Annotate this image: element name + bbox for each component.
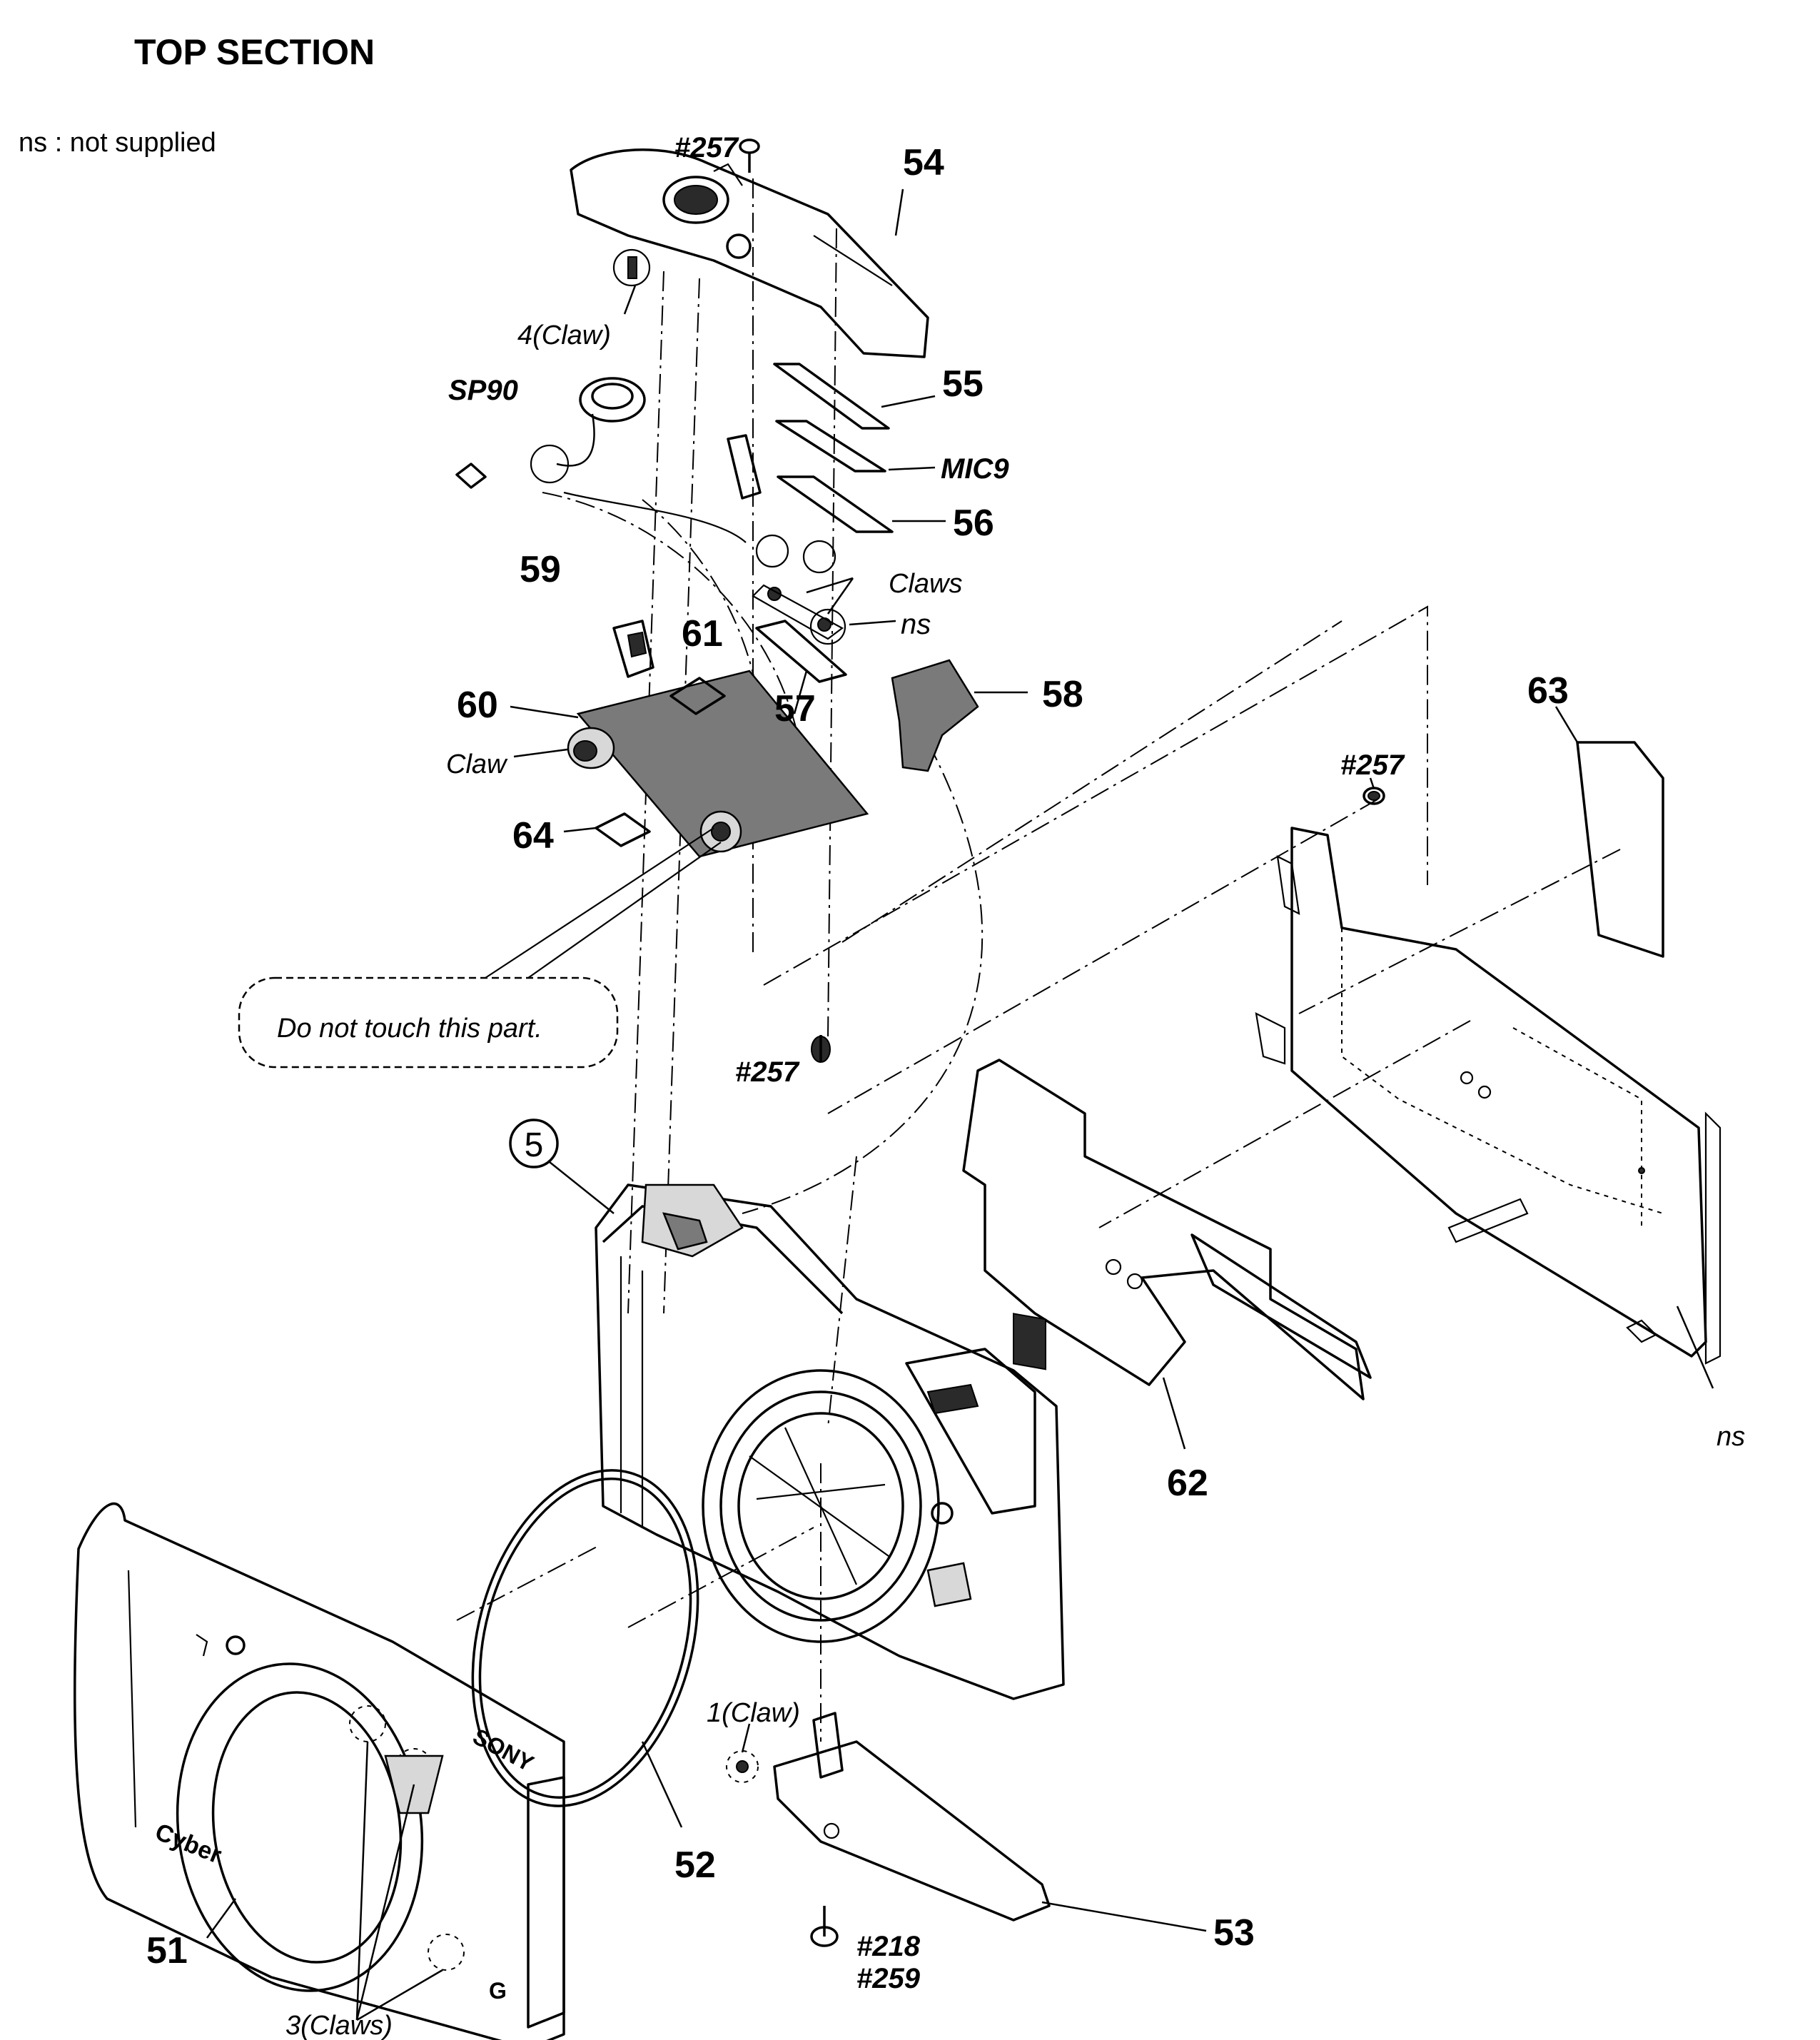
part-52-lens-ring <box>471 1469 699 1807</box>
ref-circle-5: 5 <box>509 1119 615 1214</box>
label-screw-259: #259 <box>856 1963 921 1994</box>
label-62: 62 <box>1167 1463 1208 1504</box>
part-62-board <box>962 1059 1372 1400</box>
screw-218-259 <box>810 1906 839 1947</box>
label-52: 52 <box>674 1844 716 1886</box>
svg-text:G: G <box>489 1978 507 2004</box>
part-mic9-microphone <box>727 420 886 500</box>
label-screw-218: #218 <box>856 1931 921 1962</box>
label-63: 63 <box>1527 670 1569 712</box>
label-sp90: SP90 <box>448 375 518 406</box>
label-58: 58 <box>1042 674 1083 715</box>
label-54: 54 <box>903 142 944 183</box>
label-ns-top: ns <box>901 609 931 640</box>
callout-text: Do not touch this part. <box>277 1014 542 1044</box>
screw-257-bottom <box>811 1035 831 1063</box>
label-3-claws: 3(Claws) <box>285 2011 393 2040</box>
leader-lines <box>206 188 1714 2021</box>
label-ns-frame: ns <box>1717 1422 1745 1452</box>
camera-body-assembly <box>595 1183 1065 1700</box>
label-1-claw: 1(Claw) <box>707 1698 800 1728</box>
label-screw-257-top: #257 <box>674 132 739 163</box>
callout-do-not-touch: Do not touch this part. <box>238 827 722 1069</box>
label-51: 51 <box>146 1930 188 1971</box>
label-56: 56 <box>953 503 994 544</box>
part-63-sheet <box>1576 741 1664 958</box>
part-sp90-speaker <box>455 377 646 489</box>
part-labels: 54 55 MIC9 56 Claws ns 59 SP90 4(Claw) #… <box>146 132 1745 2040</box>
label-53: 53 <box>1213 1912 1255 1954</box>
part-54-top-cover <box>570 148 929 358</box>
label-mic9: MIC9 <box>941 453 1009 485</box>
label-59: 59 <box>520 549 561 590</box>
part-56-strip <box>777 475 894 533</box>
main-frame-bracket <box>1255 827 1722 1365</box>
label-57: 57 <box>774 688 816 729</box>
label-60: 60 <box>457 685 498 726</box>
ref-circle-5-label: 5 <box>525 1126 544 1164</box>
label-64: 64 <box>512 815 554 857</box>
claws-detail <box>752 534 846 645</box>
part-57-flat-cable <box>755 620 847 683</box>
part-59-wire <box>563 491 747 543</box>
svg-text:SONY: SONY <box>469 1723 538 1776</box>
label-screw-257-frame: #257 <box>1340 749 1405 781</box>
part-55-strip <box>773 363 890 430</box>
assembly-guide-lines <box>456 178 1621 1742</box>
part-58-shield <box>891 659 979 772</box>
label-claws: Claws <box>889 569 962 599</box>
label-55: 55 <box>942 363 984 405</box>
label-screw-257-bottom: #257 <box>735 1056 800 1088</box>
part-61-sheet <box>669 677 726 715</box>
legend-note: ns : not supplied <box>19 128 216 158</box>
label-4-claw: 4(Claw) <box>517 320 611 350</box>
part-60-flash-board <box>567 620 869 858</box>
page-title: TOP SECTION <box>134 32 375 72</box>
part-64-sheet <box>595 812 651 847</box>
screw-257-top <box>739 138 760 173</box>
label-61: 61 <box>682 613 723 655</box>
part-53-bottom-bracket <box>726 1712 1051 1922</box>
label-claw: Claw <box>446 749 508 779</box>
